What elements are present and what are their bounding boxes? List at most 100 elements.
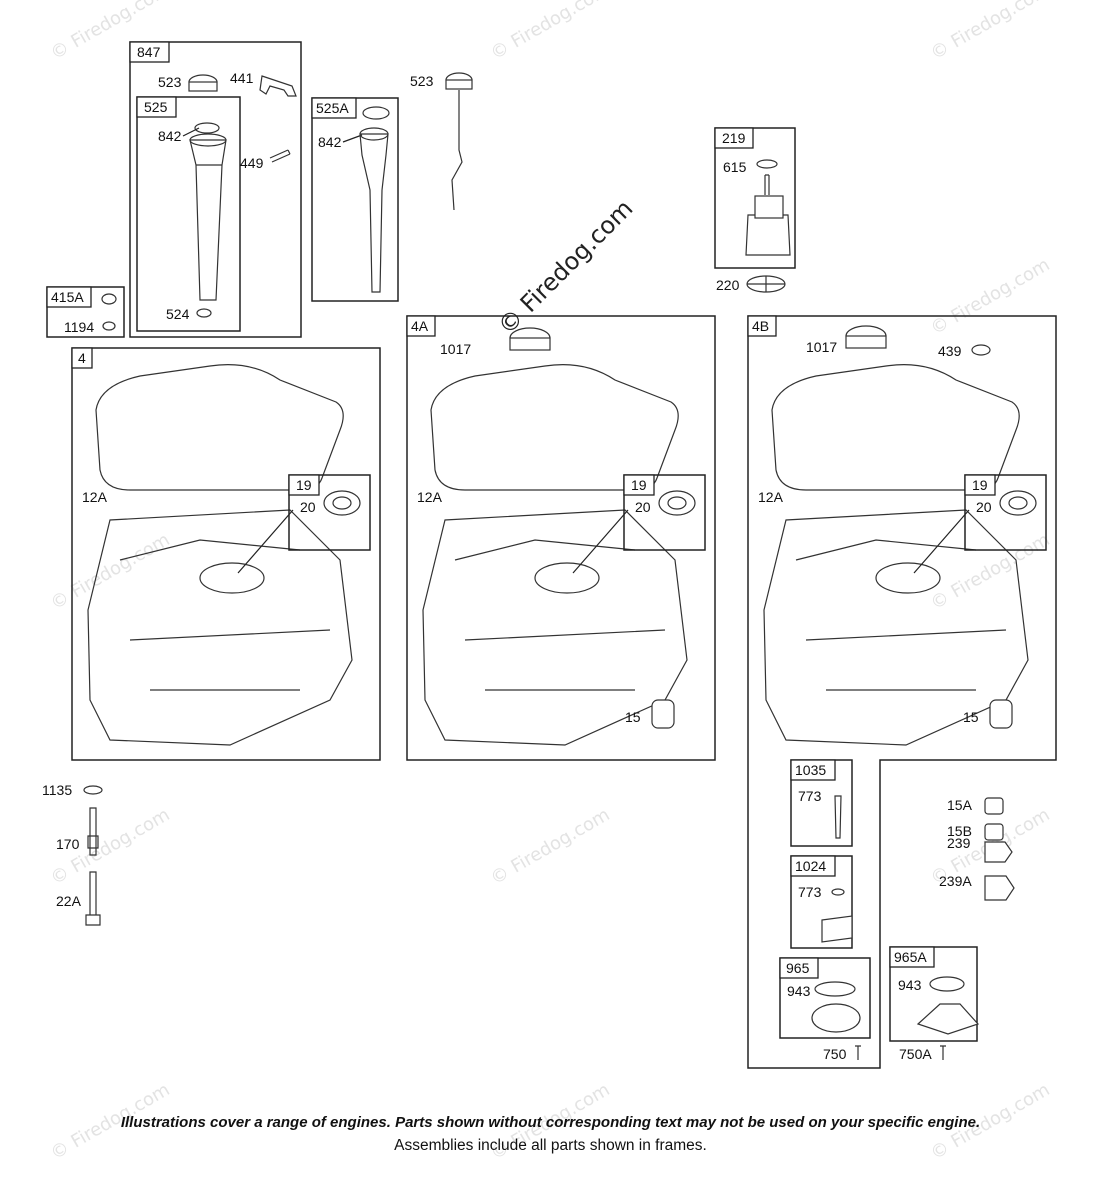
frame-label: 847 — [137, 44, 161, 60]
fittings-group: 15A 15B 239 239A — [939, 797, 1015, 901]
part-label: 239A — [939, 873, 972, 889]
o-ring-part — [814, 981, 856, 997]
part-label: 750A — [899, 1046, 932, 1062]
part-label: 15A — [947, 797, 973, 813]
frame-415A: 415A 1194 — [46, 286, 125, 338]
cover-housing-part — [916, 1003, 980, 1035]
washer-part — [83, 785, 103, 795]
frame-label: 19 — [296, 477, 312, 493]
frame-label: 4B — [752, 318, 769, 334]
o-ring-part — [362, 106, 390, 120]
watermark: © Firedog.com — [47, 529, 173, 614]
part-label: 220 — [716, 277, 740, 293]
frame-525A: 525A 842 — [311, 97, 399, 302]
o-ring-part — [929, 976, 965, 992]
oil-seal-part — [658, 490, 696, 516]
frame-label: 4A — [411, 318, 429, 334]
part-label: 524 — [166, 306, 190, 322]
frame-label: 1024 — [795, 858, 826, 874]
bolts-group: 1135 170 22A — [42, 782, 103, 926]
frame-label: 965A — [894, 949, 927, 965]
frame-4B: 4B 1017 439 12A 19 20 15 — [747, 315, 1057, 1069]
frame-label: 219 — [722, 130, 746, 146]
o-ring-part — [756, 159, 778, 169]
watermark: © Firedog.com — [927, 254, 1053, 339]
screw-part — [269, 149, 291, 163]
frame-1035: 1035 773 — [790, 759, 853, 847]
part-label: 523 — [158, 74, 182, 90]
frame-label: 965 — [786, 960, 810, 976]
part-label: 20 — [635, 499, 651, 515]
part-label: 1017 — [806, 339, 837, 355]
o-ring-part — [971, 344, 991, 356]
gasket-part — [771, 364, 1020, 491]
part-label: 523 — [410, 73, 434, 89]
assemblies-note-text: Assemblies include all parts shown in fr… — [394, 1137, 707, 1154]
part-label: 449 — [240, 155, 264, 171]
frame-label: 4 — [78, 350, 86, 366]
part-label: 239 — [947, 835, 971, 851]
part-label: 943 — [898, 977, 922, 993]
gasket-part — [430, 364, 679, 491]
frame-965: 965 943 — [779, 957, 871, 1039]
part-label: 842 — [318, 134, 342, 150]
part-label: 1135 — [42, 782, 72, 798]
pin-part — [764, 174, 770, 195]
part-label: 12A — [417, 489, 443, 505]
disclaimer-text: Illustrations cover a range of engines. … — [120, 1114, 981, 1131]
oil-seal-part — [323, 490, 361, 516]
part-label: 842 — [158, 128, 182, 144]
part-label: 1017 — [440, 341, 471, 357]
oil-sump-part — [763, 509, 1029, 746]
pump-rotor-part — [821, 915, 853, 943]
watermark: © Firedog.com — [487, 0, 613, 64]
dipstick-tube-part — [359, 133, 389, 293]
plug-part — [651, 699, 675, 729]
frame-label: 19 — [631, 477, 647, 493]
watermark: © Firedog.com — [487, 804, 613, 889]
dipstick-rod-part — [451, 90, 463, 211]
o-ring-part — [196, 308, 212, 318]
plug-part — [984, 823, 1004, 841]
part-label: 15 — [963, 709, 979, 725]
part-label: 750 — [823, 1046, 847, 1062]
frame-847: 847 525 523 441 842 449 524 — [129, 41, 302, 338]
frame-219: 219 615 220 — [714, 127, 796, 293]
shaft-part — [834, 795, 842, 839]
frame-label: 525A — [316, 100, 349, 116]
bolt-part — [87, 807, 99, 856]
watermark: © Firedog.com — [927, 529, 1053, 614]
part-label: 20 — [976, 499, 992, 515]
cover-plate-part — [811, 1003, 861, 1033]
part-label: 773 — [798, 884, 822, 900]
frame-label: 19 — [972, 477, 988, 493]
oil-pressure-switch-part — [984, 841, 1013, 863]
part-label: 22A — [56, 893, 82, 909]
frame-4A: 4A 1017 12A 19 20 15 — [406, 315, 716, 761]
frame-965A: 965A 943 — [889, 946, 980, 1042]
dipstick-tube-part — [189, 139, 227, 301]
part-label: 441 — [230, 70, 254, 86]
plug-part — [989, 699, 1013, 729]
frame-label: 415A — [51, 289, 84, 305]
oil-pressure-switch-part — [984, 875, 1015, 901]
screw-part — [940, 1045, 946, 1060]
o-ring-part — [102, 321, 116, 331]
frame-label: 525 — [144, 99, 168, 115]
part-label: 15B — [947, 823, 972, 839]
bolt-part — [85, 871, 101, 926]
oil-seal-part — [999, 490, 1037, 516]
part-label: 439 — [938, 343, 962, 359]
part-label: 12A — [758, 489, 784, 505]
frame-4: 4 12A 19 20 — [71, 347, 381, 761]
plug-part — [984, 797, 1004, 815]
screw-part — [855, 1045, 861, 1060]
watermark: © Firedog.com — [492, 194, 638, 340]
frame-label: 1035 — [795, 762, 826, 778]
part-label: 170 — [56, 836, 80, 852]
part-label: 1194 — [64, 319, 94, 335]
part-label: 15 — [625, 709, 641, 725]
part-label: 943 — [787, 983, 811, 999]
o-ring-part — [194, 122, 220, 134]
